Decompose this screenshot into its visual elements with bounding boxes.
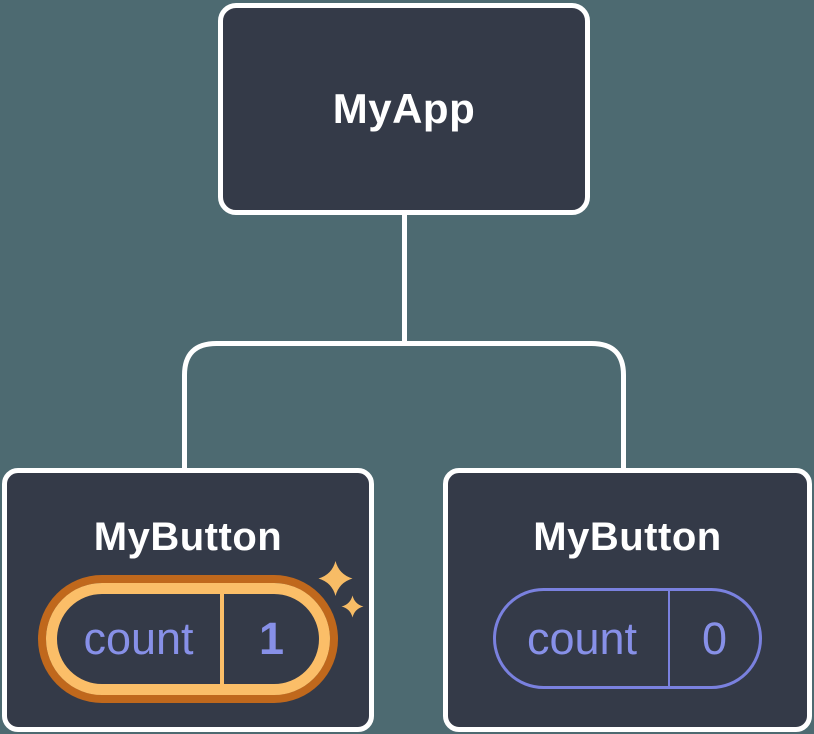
node-label: MyButton — [93, 515, 283, 559]
state-key: count — [83, 613, 194, 664]
tree-node-root: MyApp — [218, 3, 590, 215]
state-key: count — [526, 612, 638, 664]
node-label: MyButton — [533, 515, 722, 559]
root-node-label: MyApp — [332, 85, 476, 132]
state-value: 1 — [220, 594, 319, 684]
sparkle-large — [318, 561, 353, 596]
state-pill-highlighted: count 1 — [46, 583, 330, 695]
connector-branch — [182, 341, 626, 470]
state-pill: count 0 — [493, 588, 762, 689]
sparkle-small — [341, 595, 364, 618]
tree-node-mybutton-updated: MyButton count 1 — [2, 468, 374, 732]
state-value: 0 — [668, 591, 759, 686]
sparkle-icon — [318, 561, 364, 618]
tree-node-mybutton-plain: MyButton count 0 — [443, 468, 812, 732]
